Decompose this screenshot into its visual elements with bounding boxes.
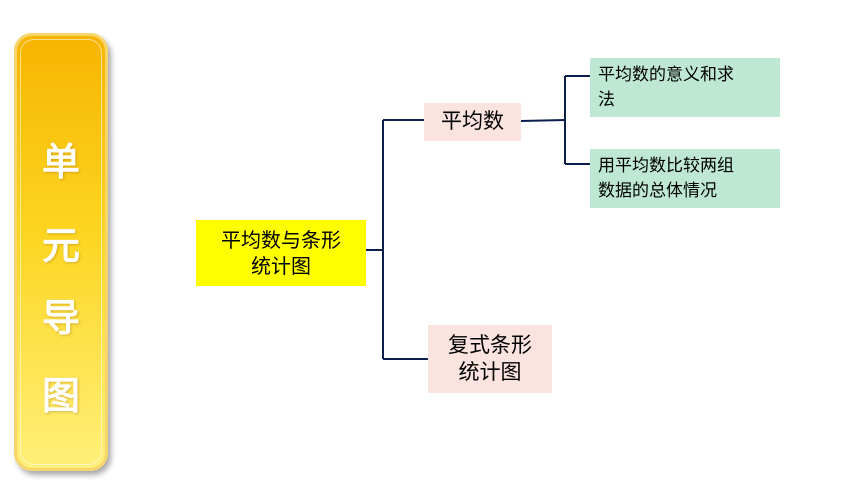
banner-char-4: 图: [41, 374, 80, 418]
branch-compound-node: 复式条形 统计图: [428, 325, 552, 393]
root-node: 平均数与条形 统计图: [196, 220, 366, 286]
branch-average-node: 平均数: [424, 103, 521, 141]
unit-guide-banner: 单 元 导 图: [14, 33, 108, 471]
banner-char-3: 导: [41, 296, 80, 340]
average-to-leaves-connector: [520, 119, 566, 122]
root-node-line-1: 平均数与条形: [221, 228, 341, 252]
leaf-meaning-line-2: 法: [598, 89, 615, 110]
leaf-compare-line-1: 用平均数比较两组: [598, 155, 734, 176]
leaf-meaning-line-1: 平均数的意义和求: [598, 64, 734, 85]
leaf-compare-line-2: 数据的总体情况: [598, 180, 717, 201]
leaf-compare-node: 用平均数比较两组 数据的总体情况: [590, 149, 780, 208]
branch-compound-line-2: 统计图: [458, 360, 522, 384]
leaf-meaning-node: 平均数的意义和求 法: [590, 58, 780, 117]
root-node-line-2: 统计图: [251, 254, 311, 278]
branch-compound-line-1: 复式条形: [448, 332, 532, 357]
banner-char-2: 元: [41, 224, 80, 268]
banner-char-1: 单: [41, 140, 80, 184]
banner-inner-border: [20, 39, 102, 465]
branch-average-label: 平均数: [441, 109, 504, 134]
